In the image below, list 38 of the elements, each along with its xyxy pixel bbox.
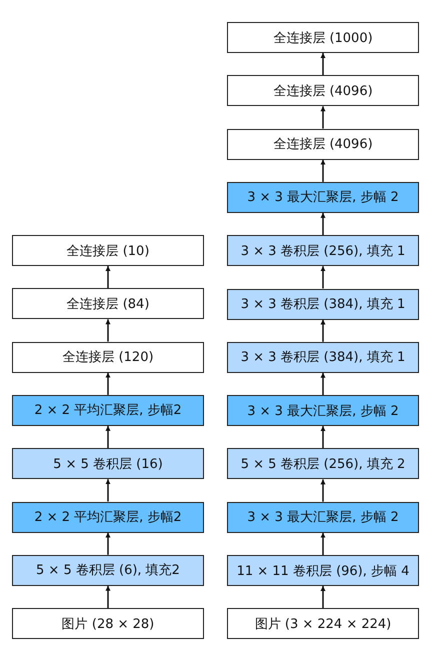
layer-box: 5 × 5 卷积层 (6), 填充2 [12, 554, 204, 586]
layer-box: 图片 (28 × 28) [12, 608, 204, 640]
arrow [320, 160, 326, 182]
arrow [320, 320, 326, 342]
layer-box: 3 × 3 卷积层 (384), 填充 1 [227, 342, 419, 373]
arrow [320, 586, 326, 608]
layer-box: 全连接层 (1000) [227, 22, 419, 53]
arrow [320, 372, 326, 396]
layer-box: 3 × 3 最大汇聚层, 步幅 2 [227, 395, 419, 426]
layer-box: 3 × 3 卷积层 (256), 填充 1 [227, 235, 419, 266]
arrow [320, 212, 326, 236]
layer-box: 2 × 2 平均汇聚层, 步幅2 [12, 394, 204, 426]
arrow [320, 106, 326, 129]
layer-box: 5 × 5 卷积层 (16) [12, 448, 204, 480]
layer-box: 全连接层 (4096) [227, 128, 419, 160]
arrow [106, 479, 110, 502]
arrow [320, 479, 326, 502]
arrow [320, 53, 326, 76]
arrow [320, 266, 326, 288]
arrow [320, 426, 326, 448]
layer-box: 3 × 3 最大汇聚层, 步幅 2 [227, 502, 419, 533]
arrow [106, 532, 110, 555]
arrow [106, 586, 110, 608]
layer-box: 3 × 3 最大汇聚层, 步幅 2 [227, 182, 419, 213]
arrow [106, 319, 110, 342]
layer-box: 全连接层 (10) [12, 235, 204, 266]
layer-box: 5 × 5 卷积层 (256), 填充 2 [227, 448, 419, 480]
layer-box: 2 × 2 平均汇聚层, 步幅2 [12, 502, 204, 532]
arrow [320, 532, 326, 555]
layer-box: 全连接层 (120) [12, 342, 204, 373]
layer-box: 全连接层 (84) [12, 288, 204, 320]
layer-box: 11 × 11 卷积层 (96), 步幅 4 [227, 555, 419, 586]
arrow [106, 266, 110, 288]
layer-box: 图片 (3 × 224 × 224) [227, 608, 419, 640]
arrow [106, 372, 110, 395]
layer-box: 3 × 3 卷积层 (384), 填充 1 [227, 288, 419, 320]
arrow [106, 426, 110, 448]
layer-box: 全连接层 (4096) [227, 75, 419, 106]
